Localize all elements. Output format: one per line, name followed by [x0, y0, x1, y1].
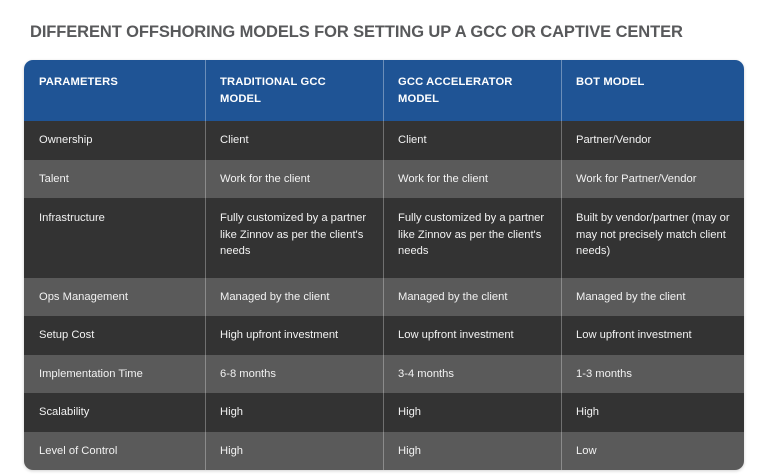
cell-accelerator: High [383, 393, 561, 432]
cell-parameter: Talent [39, 172, 69, 185]
cell-bot: Managed by the client [561, 277, 744, 317]
table-row: Level of Control High High Low [24, 431, 744, 471]
table-row: Talent Work for the client Work for the … [24, 159, 744, 199]
cell-bot: 1-3 months [561, 354, 744, 394]
cell-traditional: High upfront investment [205, 316, 383, 355]
table-row: Ownership Client Client Partner/Vendor [24, 121, 744, 160]
cell-bot: Low [561, 431, 744, 471]
cell-traditional: Client [205, 121, 383, 160]
cell-parameter: Ops Management [39, 290, 128, 303]
cell-traditional: 6-8 months [205, 354, 383, 394]
cell-parameter: Scalability [39, 406, 90, 418]
column-header-traditional-gcc-model: TRADITIONAL GCC MODEL [205, 60, 383, 121]
cell-bot: High [561, 393, 744, 432]
cell-parameter: Infrastructure [39, 212, 105, 224]
column-header-gcc-accelerator-model: GCC ACCELERATOR MODEL [383, 60, 561, 121]
table-row: Scalability High High High [24, 393, 744, 432]
offshoring-models-table: PARAMETERS TRADITIONAL GCC MODEL GCC ACC… [24, 60, 744, 470]
cell-accelerator: Low upfront investment [383, 316, 561, 355]
cell-bot: Low upfront investment [561, 316, 744, 355]
table-row: Ops Management Managed by the client Man… [24, 277, 744, 317]
cell-traditional: Work for the client [205, 159, 383, 199]
cell-accelerator: High [383, 431, 561, 471]
cell-accelerator: Fully customized by a partner like Zinno… [383, 198, 561, 278]
cell-traditional: High [205, 393, 383, 432]
table-header-row: PARAMETERS TRADITIONAL GCC MODEL GCC ACC… [24, 60, 744, 121]
cell-parameter: Setup Cost [39, 329, 95, 341]
column-header-bot-model: BOT MODEL [561, 60, 744, 121]
cell-traditional: Managed by the client [205, 277, 383, 317]
column-header-parameters: PARAMETERS [39, 76, 118, 88]
cell-accelerator: Managed by the client [383, 277, 561, 317]
cell-accelerator: Work for the client [383, 159, 561, 199]
cell-traditional: High [205, 431, 383, 471]
cell-accelerator: 3-4 months [383, 354, 561, 394]
page-title: DIFFERENT OFFSHORING MODELS FOR SETTING … [30, 23, 683, 41]
cell-parameter: Level of Control [39, 444, 118, 457]
cell-traditional: Fully customized by a partner like Zinno… [205, 198, 383, 278]
cell-accelerator: Client [383, 121, 561, 160]
cell-bot: Partner/Vendor [561, 121, 744, 160]
table-row: Infrastructure Fully customized by a par… [24, 198, 744, 278]
cell-parameter: Implementation Time [39, 367, 143, 380]
cell-bot: Built by vendor/partner (may or may not … [561, 198, 744, 278]
cell-bot: Work for Partner/Vendor [561, 159, 744, 199]
table-row: Setup Cost High upfront investment Low u… [24, 316, 744, 355]
cell-parameter: Ownership [39, 134, 93, 146]
table-row: Implementation Time 6-8 months 3-4 month… [24, 354, 744, 394]
